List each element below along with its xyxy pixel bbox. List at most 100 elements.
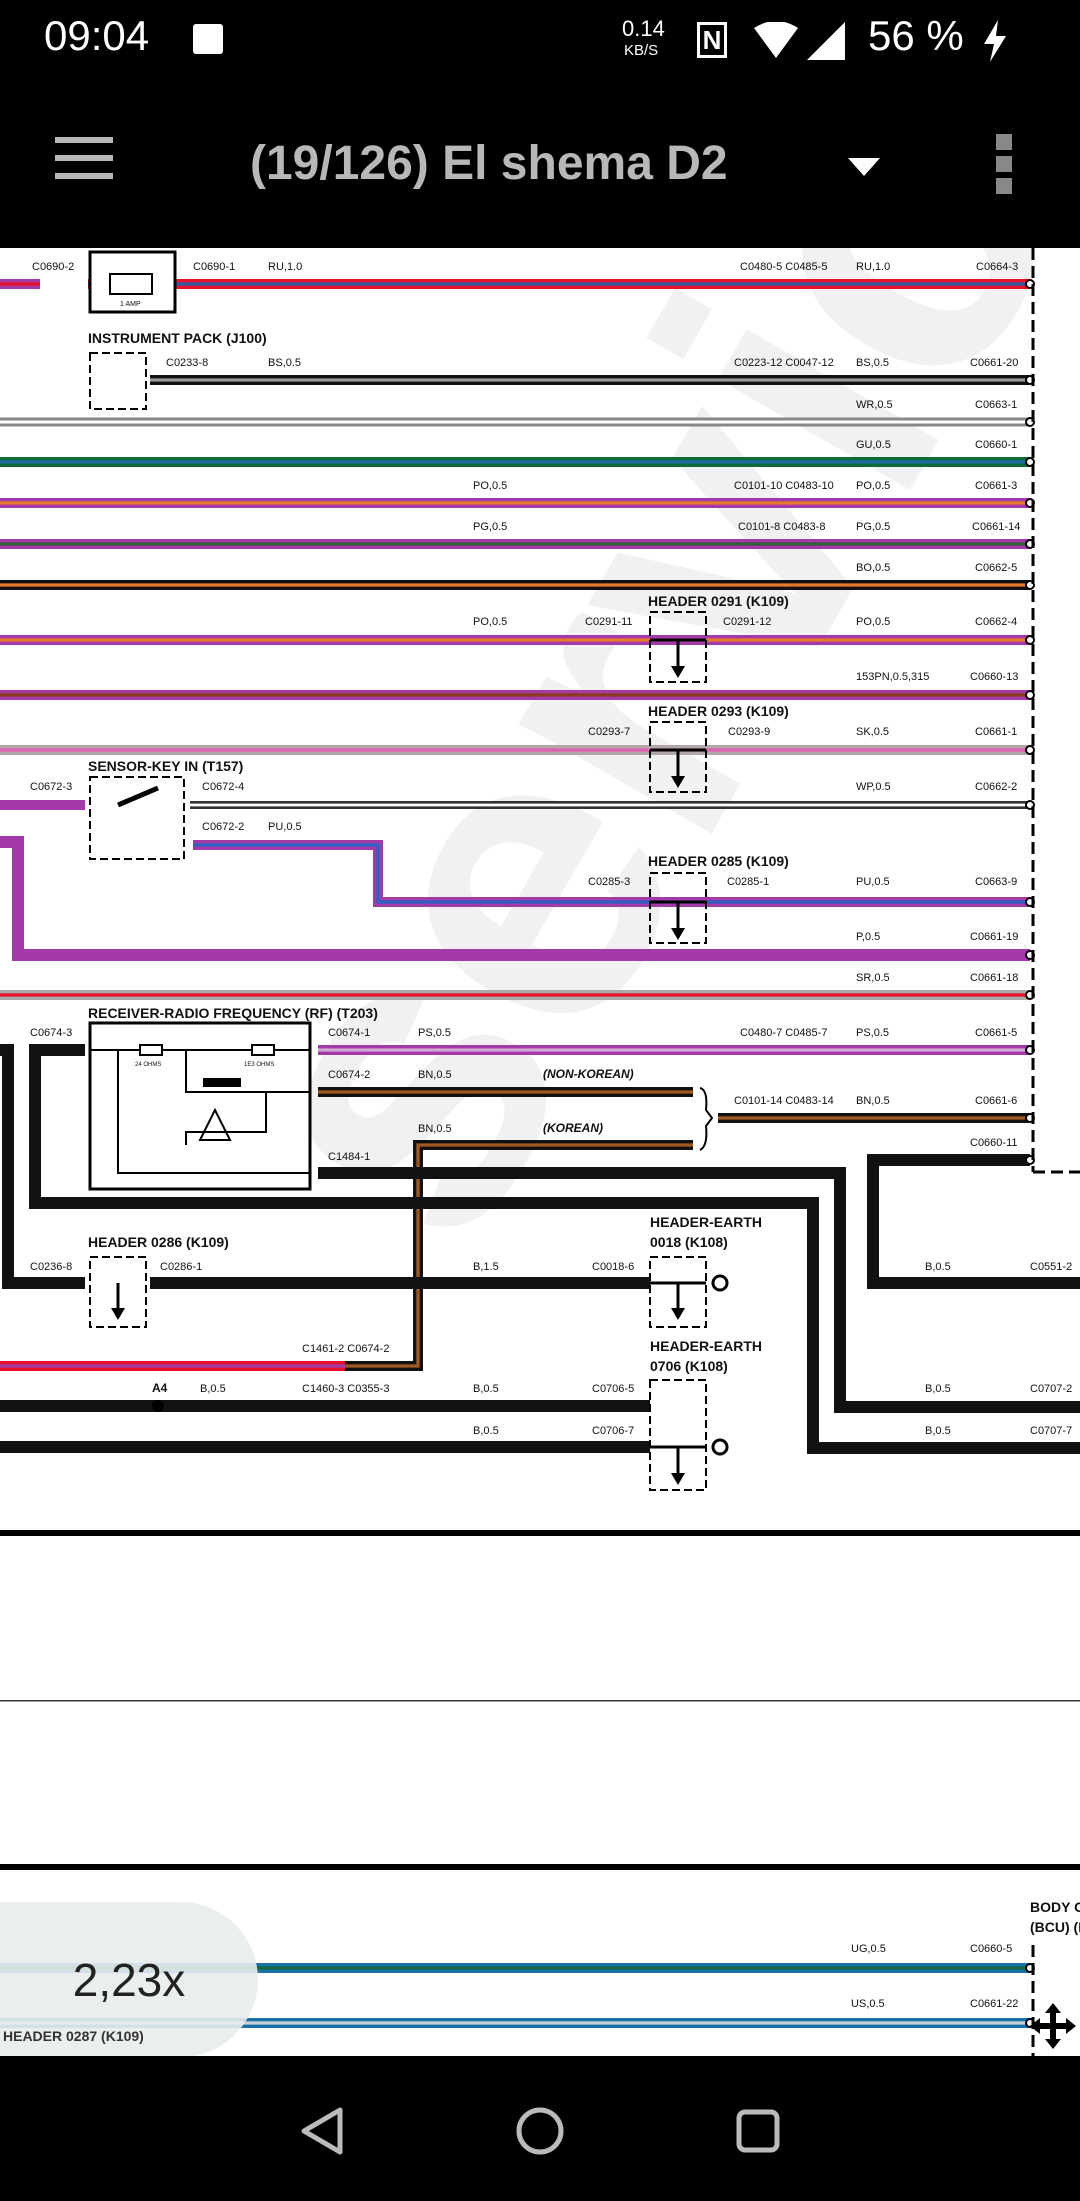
app-bar: (19/126) El shema D2 (0, 80, 1080, 248)
wire-label-b05a: B,0.5 (925, 1261, 951, 1273)
wire-label-c1460-3: C1460-3 C0355-3 (302, 1383, 389, 1395)
wire-label-bs2: BS,0.5 (856, 357, 889, 369)
header-earth-0706-title: HEADER-EARTH (650, 1338, 762, 1354)
instrument-pack-title: INSTRUMENT PACK (J100) (88, 330, 267, 346)
wire-label-c0551-2: C0551-2 (1030, 1261, 1072, 1273)
wire-label-c0101-10: C0101-10 C0483-10 (734, 480, 834, 492)
wire-label-c0101-8: C0101-8 C0483-8 (738, 521, 825, 533)
diagram-viewer[interactable]: service 1 AMP 24 OHMS 1E3 OHMS INSTRUMEN… (0, 248, 1080, 2056)
wire-label-c0660-5: C0660-5 (970, 1943, 1012, 1955)
wire-label-b05b: B,0.5 (200, 1383, 226, 1395)
wiring-diagram[interactable]: service 1 AMP 24 OHMS 1E3 OHMS INSTRUMEN… (0, 248, 1080, 2056)
ground-arrow-icon (671, 776, 685, 788)
header-0286-title: HEADER 0286 (K109) (88, 1234, 229, 1250)
header-earth-0018-box (649, 1256, 707, 1328)
menu-button[interactable] (55, 137, 113, 179)
ground-arrow-icon (111, 1308, 125, 1320)
page-separator (0, 1700, 1080, 1702)
res2-label: 1E3 OHMS (244, 1062, 274, 1068)
header-0285-box (649, 872, 707, 944)
wire-label-pg2: PG,0.5 (856, 521, 890, 533)
earth-eyelet-0018 (711, 1274, 729, 1292)
wire-label-c0661-6: C0661-6 (975, 1095, 1017, 1107)
wire-label-c0236-8: C0236-8 (30, 1261, 72, 1273)
wire-label-wr: WR,0.5 (856, 399, 893, 411)
wire-label-c0285-3: C0285-3 (588, 876, 630, 888)
wire-label-c0690-1: C0690-1 (193, 261, 235, 273)
wire-label-c0661-18: C0661-18 (970, 972, 1018, 984)
wire-label-b05e: B,0.5 (473, 1425, 499, 1437)
header-0291-box (649, 611, 707, 683)
header-0285-title: HEADER 0285 (K109) (648, 853, 789, 869)
wire-label-c0674-2: C0674-2 (328, 1069, 370, 1081)
wire-label-c0233-8: C0233-8 (166, 357, 208, 369)
res1-label: 24 OHMS (135, 1062, 161, 1068)
clock: 09:04 (44, 12, 150, 59)
navigation-bar (0, 2056, 1080, 2201)
ground-arrow-icon (671, 1308, 685, 1320)
fuse-element (109, 273, 153, 295)
wire-label-c0286-1: C0286-1 (160, 1261, 202, 1273)
wire-label-c0285-1: C0285-1 (727, 876, 769, 888)
kebab-icon (996, 134, 1012, 194)
recents-button[interactable] (735, 2108, 781, 2154)
move-icon[interactable] (1030, 2003, 1076, 2049)
ground-arrow-icon (671, 1473, 685, 1485)
wire-label-c0674-1: C0674-1 (328, 1027, 370, 1039)
wire-label-ru2: RU,1.0 (856, 261, 890, 273)
wire-label-c0661-20: C0661-20 (970, 357, 1018, 369)
document-title[interactable]: (19/126) El shema D2 (250, 137, 728, 190)
net-speed-value: 0.14 (622, 16, 665, 41)
wire-label-c0293-7: C0293-7 (588, 726, 630, 738)
wire-label-c0663-1: C0663-1 (975, 399, 1017, 411)
receiver-rf-internal (117, 1050, 310, 1174)
body-control-unit-title: BODY C (1030, 1899, 1080, 1915)
wire-label-c0480-7: C0480-7 C0485-7 (740, 1027, 827, 1039)
body-control-unit-id: (BCU) (D (1030, 1919, 1080, 1935)
back-button[interactable] (298, 2106, 348, 2156)
wire-label-pu1: PU,0.5 (268, 821, 302, 833)
wire-label-b05c: B,0.5 (473, 1383, 499, 1395)
home-button[interactable] (515, 2106, 565, 2156)
wire-label-bn2: BN,0.5 (856, 1095, 890, 1107)
key-switch-icon (117, 785, 159, 808)
wire-label-ug: UG,0.5 (851, 1943, 886, 1955)
header-0293-box (649, 721, 707, 793)
wire-left-ground (0, 1044, 85, 1289)
wire-label-bs1: BS,0.5 (268, 357, 301, 369)
wire-label-bn1: BN,0.5 (418, 1069, 452, 1081)
ground-arrow-icon (671, 928, 685, 940)
wire-label-gu: GU,0.5 (856, 439, 891, 451)
wire-label-ps2: PS,0.5 (856, 1027, 889, 1039)
wire-label-c0690-2: C0690-2 (32, 261, 74, 273)
wire-label-c0018-6: C0018-6 (592, 1261, 634, 1273)
instrument-pack-box (89, 352, 147, 410)
ground-arrow-icon (671, 666, 685, 678)
wire-label-c0293-9: C0293-9 (728, 726, 770, 738)
splice-a4 (152, 1400, 164, 1412)
wire-label-c0101-14: C0101-14 C0483-14 (734, 1095, 834, 1107)
wire-label-c0661-3: C0661-3 (975, 480, 1017, 492)
wire-label-c0662-4: C0662-4 (975, 616, 1017, 628)
wire-label-pu2: PU,0.5 (856, 876, 890, 888)
wire-label-c0223-12: C0223-12 C0047-12 (734, 357, 834, 369)
wire-label-po3: PO,0.5 (473, 616, 507, 628)
sensor-key-title: SENSOR-KEY IN (T157) (88, 758, 243, 774)
sensor-key-box (89, 776, 185, 860)
wire-label-c0291-11: C0291-11 (585, 616, 633, 628)
wire-label-non-korean: (NON-KOREAN) (543, 1067, 634, 1081)
charging-icon (984, 20, 1006, 62)
overflow-menu-button[interactable] (996, 134, 1012, 194)
wire-label-sr: SR,0.5 (856, 972, 890, 984)
dropdown-icon[interactable] (848, 158, 880, 178)
wire-label-c0672-2: C0672-2 (202, 821, 244, 833)
wire-label-ps1: PS,0.5 (418, 1027, 451, 1039)
wire-label-c0706-5: C0706-5 (592, 1383, 634, 1395)
wire-label-pg1: PG,0.5 (473, 521, 507, 533)
hamburger-icon (55, 137, 113, 179)
fuse-box (88, 250, 177, 314)
wire-c1484-insulation (318, 1167, 1080, 1413)
wire-label-c0660-11: C0660-11 (970, 1137, 1018, 1149)
wire-label-c0661-19: C0661-19 (970, 931, 1018, 943)
wire-label-c0661-1: C0661-1 (975, 726, 1017, 738)
